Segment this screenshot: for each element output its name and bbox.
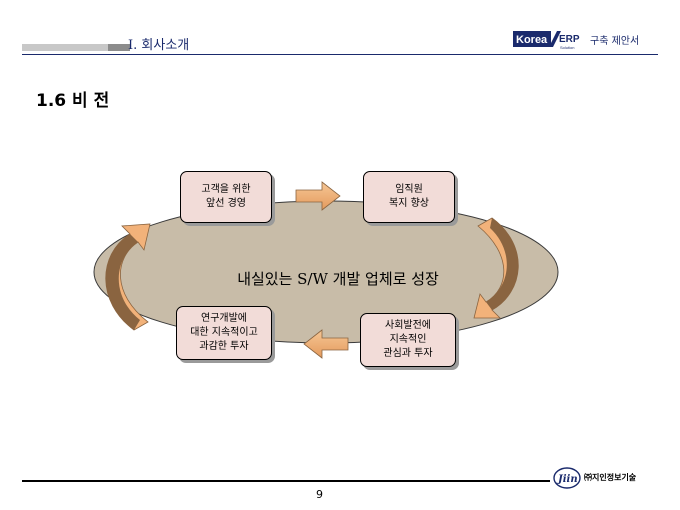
arrow-curve-right-shade <box>486 218 519 310</box>
vision-node-research: 연구개발에 대한 지속적이고 과감한 투자 <box>176 306 272 360</box>
node-line: 과감한 투자 <box>199 341 249 352</box>
node-line: 임직원 <box>395 184 423 195</box>
vision-node-customer: 고객을 위한 앞선 경영 <box>180 171 272 223</box>
node-line: 고객을 위한 <box>201 184 251 195</box>
logo-korea-text: Korea <box>516 34 548 46</box>
node-line: 지속적인 <box>389 334 427 345</box>
korea-erp-logo: Korea ERP Solution <box>513 31 580 50</box>
node-line: 사회발전에 <box>385 320 431 331</box>
logo-erp-text: ERP <box>559 34 580 45</box>
section-title: I. 회사소개 <box>128 38 190 53</box>
footer-divider <box>22 480 550 482</box>
node-line: 앞선 경영 <box>206 198 246 209</box>
page-heading: 1.6 비 전 <box>36 91 110 111</box>
node-line: 대한 지속적이고 <box>190 327 258 338</box>
footer-company-name: ㈜지인정보기술 <box>584 473 637 482</box>
header-divider <box>22 54 658 55</box>
center-label: 내실있는 S/W 개발 업체로 성장 <box>237 270 439 288</box>
node-line: 관심과 투자 <box>383 348 433 359</box>
jiin-logo-text: Jiin <box>556 474 578 485</box>
header-accent-bar-light <box>22 44 108 51</box>
jiin-logo: Jiin <box>553 467 581 489</box>
vision-node-employee: 임직원 복지 향상 <box>363 171 455 223</box>
node-line: 연구개발에 <box>201 313 247 324</box>
arrow-curve-left-shade <box>105 234 140 330</box>
logo-tagline: 구축 제안서 <box>590 36 640 47</box>
node-line: 복지 향상 <box>389 198 429 209</box>
arrow-left-bottom <box>303 329 349 359</box>
logo-solution-text: Solution <box>560 45 574 50</box>
vision-node-society: 사회발전에 지속적인 관심과 투자 <box>360 313 456 367</box>
page-number: 9 <box>316 488 323 501</box>
arrow-right-top <box>295 181 341 211</box>
